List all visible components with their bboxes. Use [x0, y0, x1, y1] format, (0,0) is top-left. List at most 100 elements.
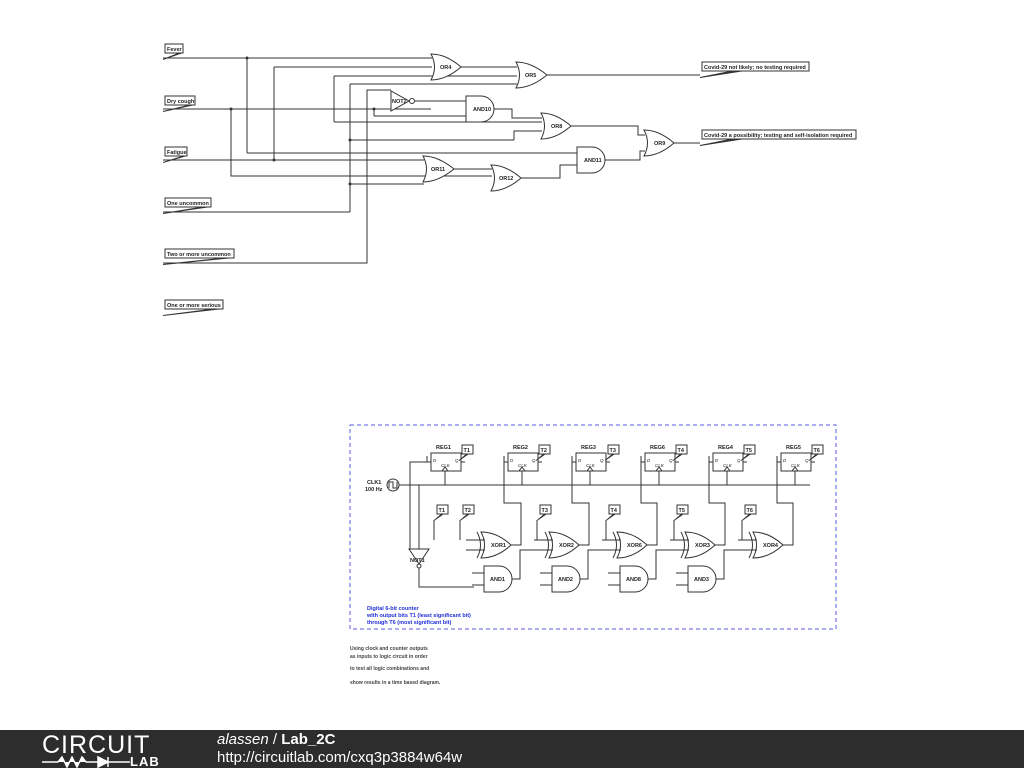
- input-label-fatigue: Fatigue: [167, 150, 187, 156]
- register-label: REG3: [581, 445, 596, 451]
- notes-block: Using clock and counter outputs as input…: [350, 646, 441, 686]
- clock-name: CLK1: [367, 480, 381, 486]
- output-label-not-likely: Covid-29 not likely; no testing required: [704, 65, 806, 71]
- svg-text:AND3: AND3: [694, 577, 709, 583]
- output-port-possibility[interactable]: Covid-29 a possibility; testing and self…: [700, 129, 857, 146]
- port-label: T3: [610, 448, 616, 454]
- register-pin-d: D: [783, 458, 787, 463]
- register-pin-d: D: [510, 458, 514, 463]
- register-pin-q: Q: [600, 458, 604, 463]
- gate-and3[interactable]: AND3: [676, 549, 740, 593]
- svg-text:OR9: OR9: [654, 141, 665, 147]
- logo-text-top: CIRCUIT: [42, 731, 151, 759]
- svg-text:AND8: AND8: [626, 577, 641, 583]
- note-line-1: Using clock and counter outputs: [350, 646, 428, 652]
- register-label: REG1: [436, 445, 451, 451]
- gate-not1[interactable]: NOT1: [408, 548, 430, 569]
- gate-xor2[interactable]: XOR2: [534, 461, 590, 559]
- counter-top-port-t6[interactable]: T6: [809, 444, 824, 461]
- project-url[interactable]: http://circuitlab.com/cxq3p3884w64w: [217, 749, 463, 766]
- port-label: T2: [541, 448, 547, 454]
- counter-top-port-t2[interactable]: T2: [536, 444, 551, 461]
- counter-lower-port-t5[interactable]: T5: [673, 504, 689, 540]
- counter-lower-port-t1[interactable]: T1: [433, 504, 449, 540]
- svg-text:AND1: AND1: [490, 577, 505, 583]
- svg-text:OR12: OR12: [499, 176, 513, 182]
- counter-top-port-t3[interactable]: T3: [605, 444, 620, 461]
- clock-source[interactable]: CLK1 100 Hz: [365, 478, 400, 493]
- port-label: T4: [678, 448, 685, 454]
- gate-or5[interactable]: OR5: [515, 61, 548, 89]
- port-label: T1: [439, 508, 445, 514]
- register-pin-d: D: [647, 458, 651, 463]
- port-label: T4: [611, 508, 618, 514]
- counter-lower-port-t3[interactable]: T3: [536, 504, 552, 540]
- register-pin-clk: CLK: [655, 463, 665, 468]
- port-label: T5: [746, 448, 752, 454]
- gate-or12[interactable]: OR12: [490, 164, 522, 192]
- port-label: T2: [465, 508, 471, 514]
- gate-xor6[interactable]: XOR6: [602, 461, 658, 559]
- register-pin-q: Q: [805, 458, 809, 463]
- input-label-two-uncommon: Two or more uncommon: [167, 252, 231, 258]
- input-port-fatigue[interactable]: Fatigue: [163, 146, 188, 163]
- register-pin-q: Q: [669, 458, 673, 463]
- register-pin-clk: CLK: [791, 463, 801, 468]
- gate-or11[interactable]: OR11: [422, 155, 455, 183]
- gate-and2[interactable]: AND2: [540, 549, 604, 593]
- register-pin-clk: CLK: [586, 463, 596, 468]
- logo-text-bottom: LAB: [130, 754, 160, 769]
- counter-lower-port-t2[interactable]: T2: [459, 504, 475, 540]
- counter-dashed-box: [349, 424, 837, 630]
- counter-caption-line-3: through T6 (most significant bit): [367, 620, 451, 626]
- svg-text:OR5: OR5: [525, 73, 536, 79]
- port-label: T6: [747, 508, 753, 514]
- breadcrumb-separator: /: [268, 731, 282, 748]
- input-port-dry-cough[interactable]: Dry cough: [163, 95, 196, 112]
- svg-text:XOR1: XOR1: [491, 543, 506, 549]
- gate-or9[interactable]: OR9: [643, 129, 675, 157]
- svg-text:AND11: AND11: [584, 158, 602, 164]
- gate-xor1[interactable]: XOR1: [466, 461, 522, 559]
- circuitlab-logo[interactable]: CIRCUIT LAB: [42, 731, 177, 769]
- output-port-not-likely[interactable]: Covid-29 not likely; no testing required: [700, 61, 810, 78]
- svg-text:OR11: OR11: [431, 167, 445, 173]
- note-line-2: as inputs to logic circuit in order: [350, 654, 428, 660]
- gate-and1[interactable]: AND1: [472, 549, 536, 593]
- gate-or8[interactable]: OR8: [540, 112, 572, 140]
- gate-and8[interactable]: AND8: [608, 549, 672, 593]
- author-link[interactable]: alassen: [217, 731, 269, 748]
- svg-text:XOR2: XOR2: [559, 543, 574, 549]
- counter-top-port-t5[interactable]: T5: [741, 444, 756, 461]
- port-label: T5: [679, 508, 685, 514]
- reg1-feedback: [409, 461, 427, 549]
- register-pin-clk: CLK: [441, 463, 451, 468]
- gate-and10[interactable]: AND10: [465, 95, 495, 123]
- register-label: REG2: [513, 445, 528, 451]
- gate-and11[interactable]: AND11: [576, 146, 606, 174]
- input-label-fever: Fever: [167, 47, 183, 53]
- counter-top-port-t4[interactable]: T4: [673, 444, 688, 461]
- counter-top-port-t1[interactable]: T1: [459, 444, 474, 461]
- note-line-4: show results in a time based diagram.: [350, 680, 441, 686]
- counter-lower-port-t6[interactable]: T6: [741, 504, 757, 540]
- input-port-one-serious[interactable]: One or more serious: [163, 299, 224, 316]
- port-label: T6: [814, 448, 820, 454]
- schematic-canvas[interactable]: Fever Dry cough Fatigue One uncommon Two…: [0, 0, 1024, 730]
- gate-xor3[interactable]: XOR3: [670, 461, 726, 559]
- input-label-one-uncommon: One uncommon: [167, 201, 210, 207]
- svg-text:XOR4: XOR4: [763, 543, 779, 549]
- gate-not2[interactable]: NOT2: [390, 90, 415, 112]
- gate-or4[interactable]: OR4: [430, 53, 462, 81]
- counter-lower-port-t4[interactable]: T4: [605, 504, 621, 540]
- register-pin-d: D: [433, 458, 437, 463]
- gate-xor4[interactable]: XOR4: [738, 461, 794, 559]
- project-title[interactable]: Lab_2C: [281, 731, 336, 748]
